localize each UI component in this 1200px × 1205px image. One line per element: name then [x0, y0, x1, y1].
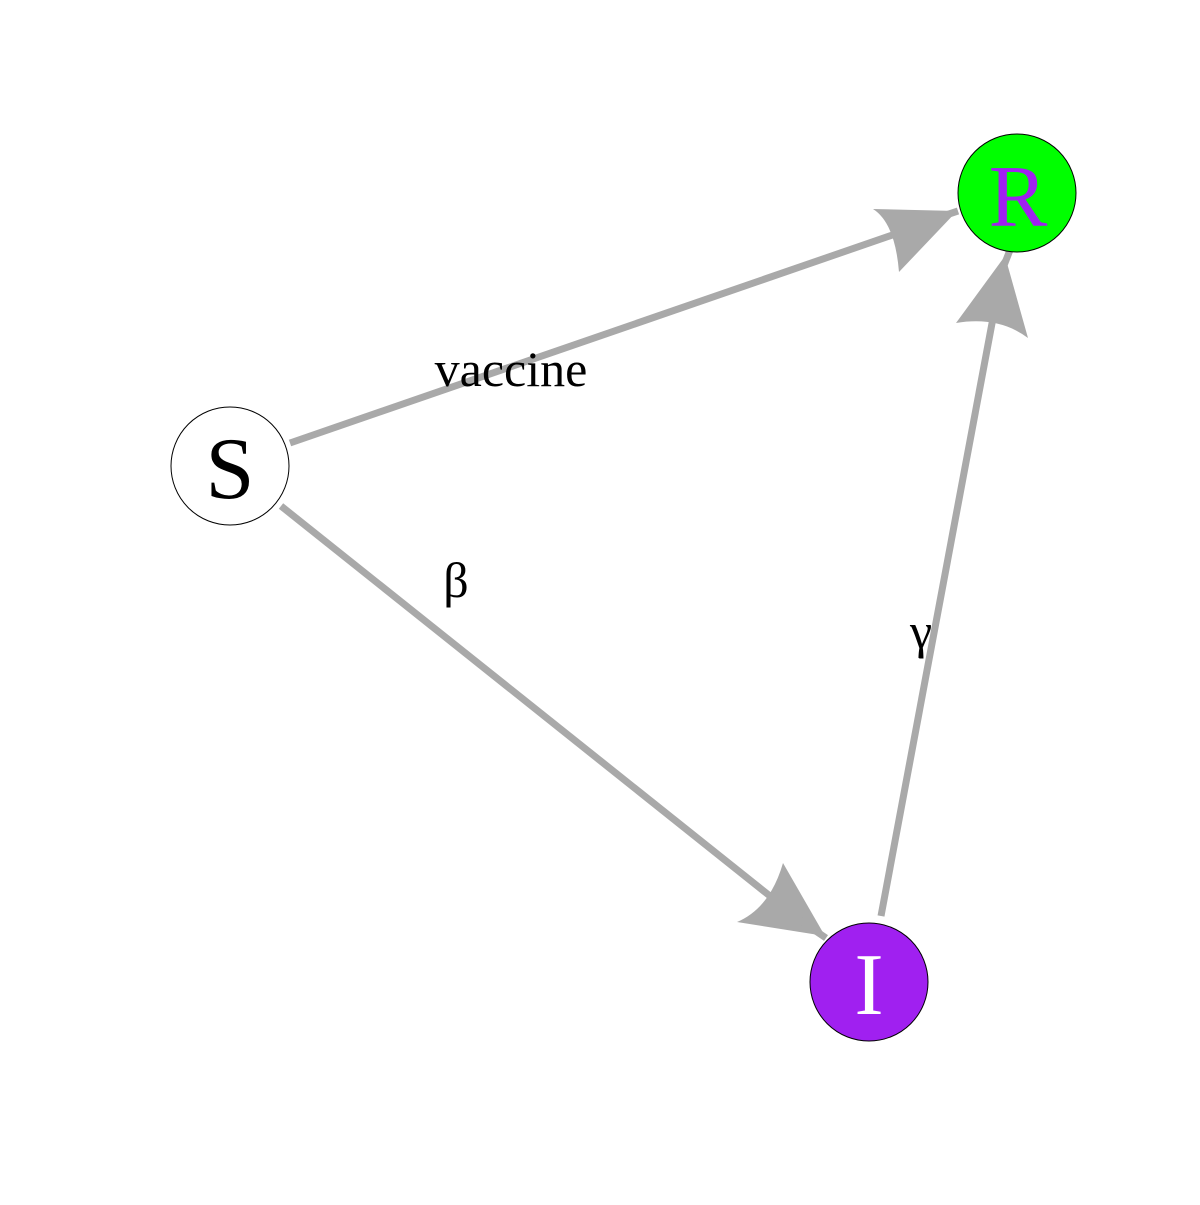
- edge-i-r: γ: [877, 248, 1028, 917]
- edge-s-i-arrowhead: [737, 863, 825, 936]
- node-s: S: [170, 406, 290, 526]
- edge-s-r-label: vaccine: [435, 341, 588, 397]
- node-r-circle: [957, 133, 1077, 253]
- edge-s-i: β: [278, 503, 828, 941]
- edge-i-r-line: [877, 317, 997, 917]
- edge-s-r: vaccine: [288, 207, 960, 447]
- node-s-label: S: [206, 421, 255, 518]
- node-r: R: [957, 133, 1077, 253]
- node-r-label: R: [989, 149, 1048, 246]
- edge-s-r-arrowhead: [873, 209, 957, 272]
- node-s-circle: [170, 406, 290, 526]
- node-i-circle: [809, 922, 929, 1042]
- edge-s-i-line: [278, 503, 803, 923]
- edge-i-r-label: γ: [909, 603, 932, 659]
- edge-i-r-arrowhead: [956, 256, 1028, 338]
- edge-s-r-line: [288, 218, 932, 447]
- node-i-label: I: [854, 937, 883, 1034]
- node-i: I: [809, 922, 929, 1042]
- edge-s-i-label: β: [443, 552, 468, 608]
